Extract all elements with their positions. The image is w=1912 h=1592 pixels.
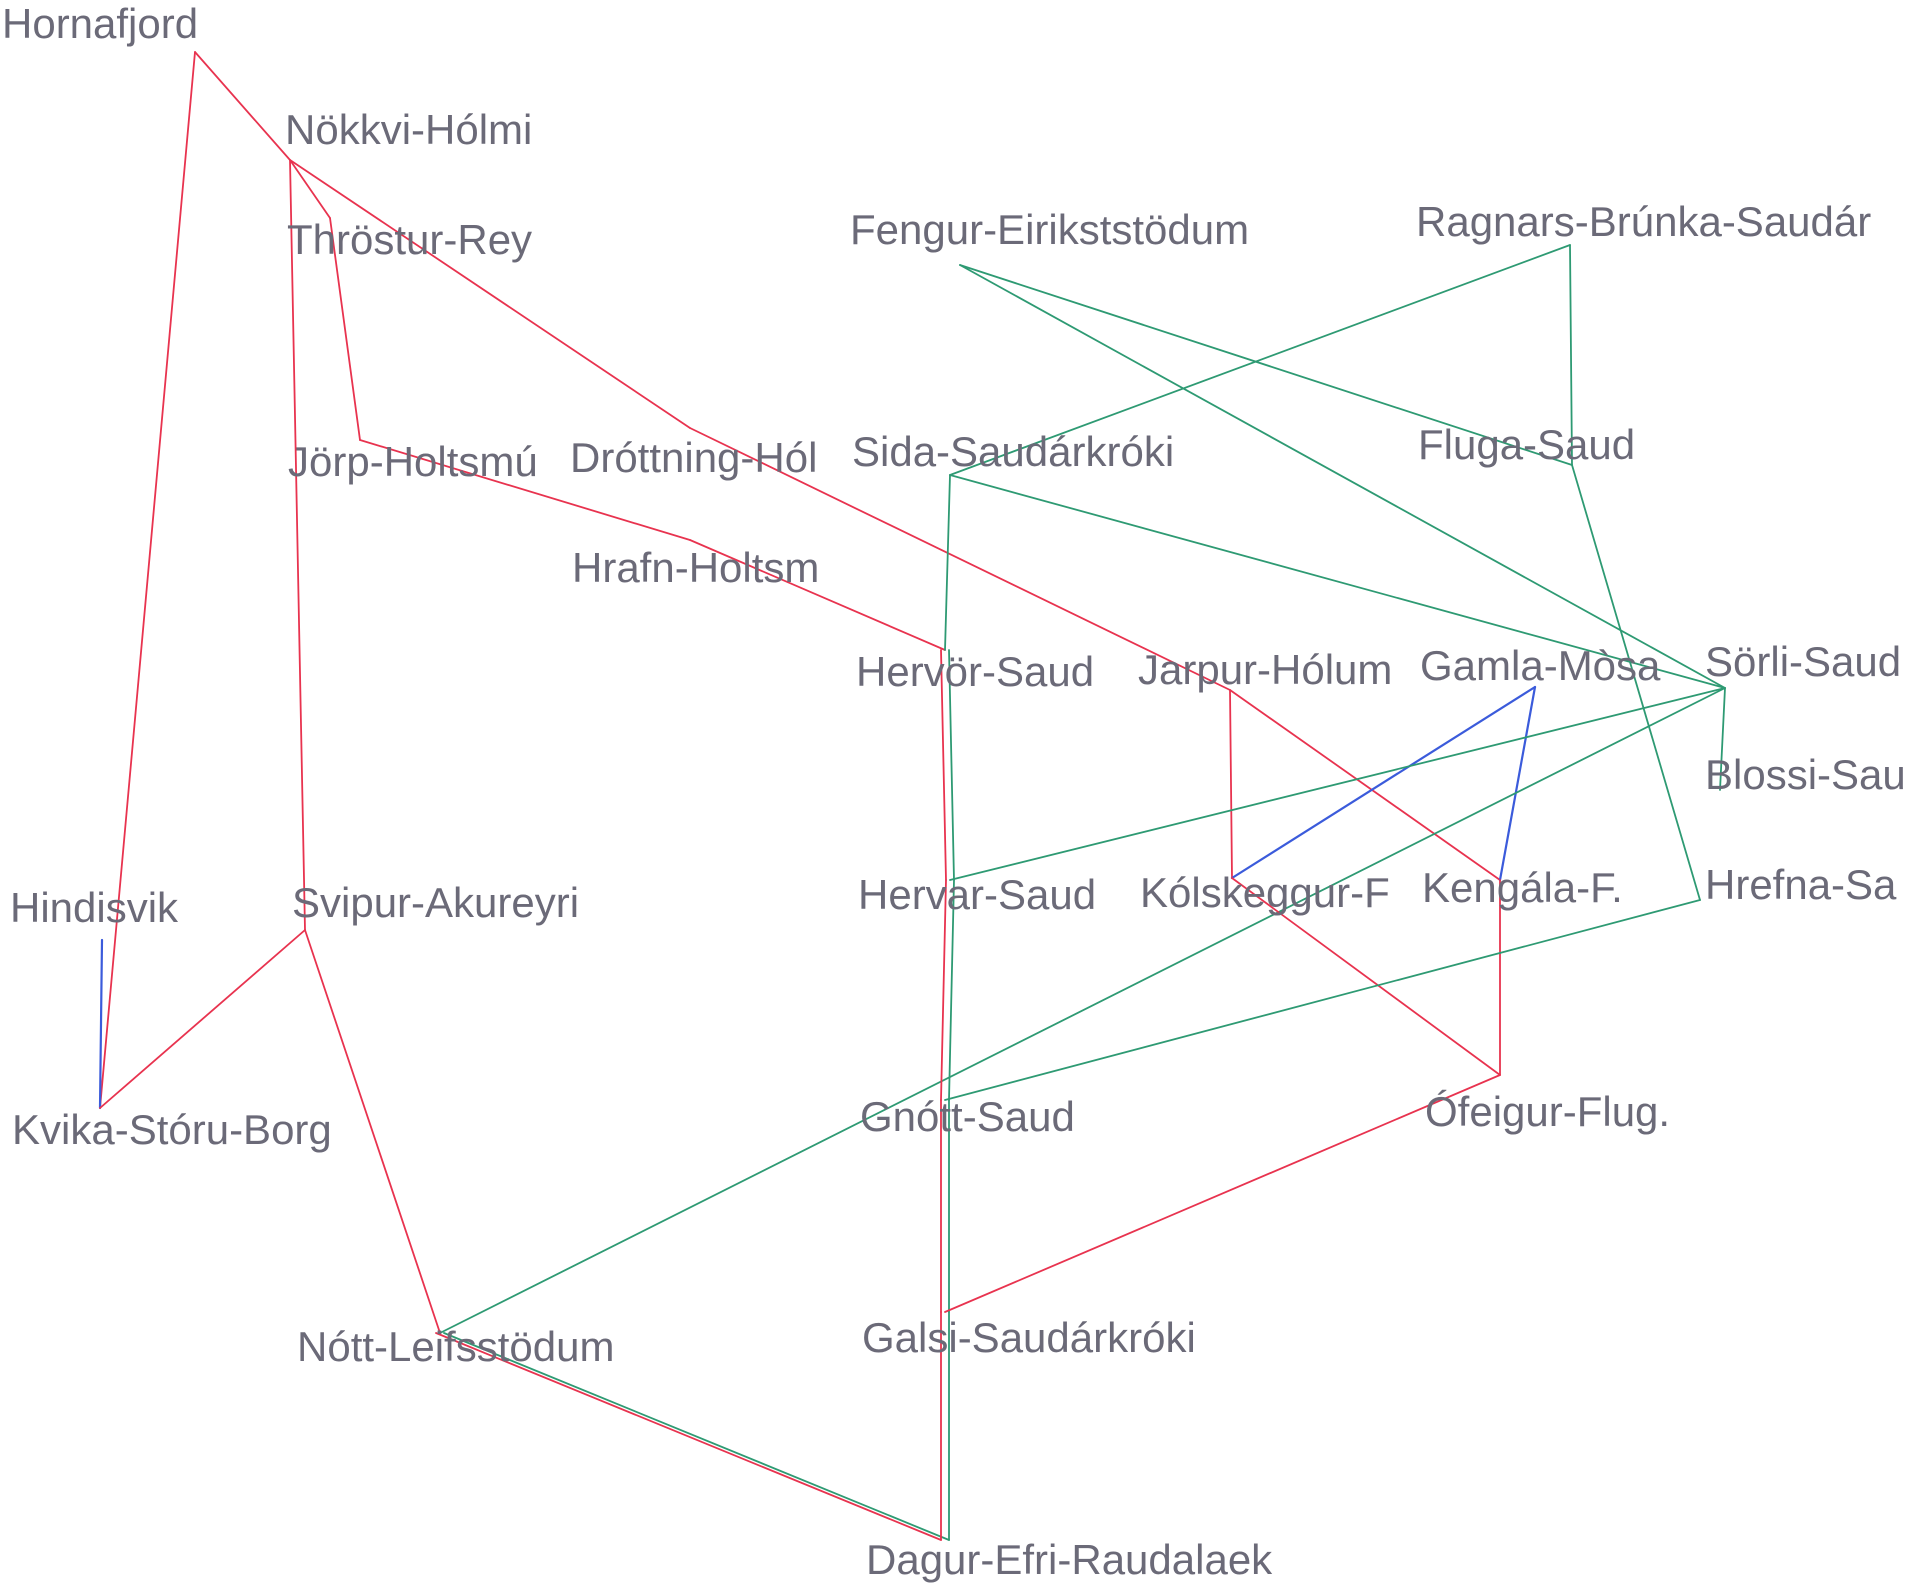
node-throstur: Thröstur-Rey	[287, 216, 533, 263]
node-kolskeggur: Kólskeggur-F	[1140, 869, 1390, 916]
node-hindisvik: Hindisvik	[10, 884, 179, 931]
edge-ofeigur-galsi	[944, 1074, 1501, 1313]
edge-sorli-hervar	[949, 687, 1726, 881]
edge-nott-dagur	[443, 1332, 950, 1541]
edge-svipur-kvika	[99, 929, 306, 1109]
edge-sorli-nott	[439, 687, 1726, 1334]
edge-jorp-hrafn	[359, 439, 691, 541]
node-gnott: Gnótt-Saud	[860, 1093, 1075, 1140]
edge-sorli-blossi	[1719, 687, 1726, 791]
edge-hrefna-gnott	[944, 899, 1701, 1101]
node-ofeigur: Ófeigur-Flug.	[1425, 1088, 1671, 1135]
node-hornafjord: Hornafjord	[2, 0, 199, 47]
edge-sida-hervor	[944, 474, 951, 651]
node-jorp: Jörp-Holtsmú	[288, 438, 538, 485]
node-galsi: Galsi-Saudárkróki	[862, 1314, 1196, 1361]
edge-nokkvi-svipur	[289, 159, 306, 931]
edge-nokkvi-drottning	[289, 159, 691, 429]
node-drottning: Dróttning-Hól	[570, 434, 818, 481]
edge-nott-dagur	[435, 1332, 942, 1541]
edge-hervar-gnott	[948, 879, 955, 1101]
node-jarpur: Jarpur-Hólum	[1138, 646, 1393, 693]
edge-jorp-throstur	[329, 217, 361, 441]
edge-svipur-nott	[304, 929, 441, 1334]
node-hrefna: Hrefna-Sa	[1705, 861, 1897, 908]
node-sorli: Sörli-Saud	[1705, 638, 1902, 685]
edge-jarpur-kolskeggur	[1229, 689, 1233, 879]
edge-hindisvik-kvika	[98, 938, 104, 1110]
edge-kolskeggur-ofeigur	[1231, 877, 1501, 1076]
edge-drottning-jarpur	[689, 427, 1231, 691]
edge-jarpur-kengala	[1229, 689, 1501, 881]
edge-gamla-kengala	[1498, 685, 1537, 882]
node-dagur: Dagur-Efri-Raudalaek	[866, 1536, 1273, 1583]
node-kengala: Kengála-F.	[1422, 864, 1623, 911]
node-sida: Sida-Saudárkróki	[852, 428, 1175, 475]
edge-fengur-sorli	[959, 264, 1726, 689]
edge-hornafjord-kvika	[99, 51, 196, 1109]
node-nott: Nótt-Leifsstödum	[297, 1323, 615, 1370]
node-hervar: Hervar-Saud	[858, 871, 1097, 918]
edge-gamla-kolskeggur	[1230, 685, 1537, 880]
edge-hervor-hervar	[948, 649, 955, 881]
node-kvika: Kvika-Stóru-Borg	[12, 1106, 332, 1153]
node-nokkvi: Nökkvi-Hólmi	[285, 106, 533, 153]
node-hrafn: Hrafn-Holtsm	[572, 544, 820, 591]
edge-hornafjord-nokkvi	[194, 51, 291, 161]
node-gamla: Gamla-Mòsa	[1420, 642, 1661, 689]
edge-ragnars-sida	[949, 244, 1571, 476]
node-blossi: Blossi-Sau	[1705, 751, 1906, 798]
edge-fengur-fluga	[959, 264, 1573, 466]
node-hervor: Hervör-Saud	[856, 648, 1095, 695]
edge-hervor-hervar	[940, 649, 947, 881]
edge-sida-sorli	[949, 474, 1726, 689]
node-svipur: Svipur-Akureyri	[292, 879, 580, 926]
node-fluga: Fluga-Saud	[1418, 421, 1636, 468]
edge-hervar-gnott	[940, 879, 947, 1101]
node-fengur: Fengur-Eirikststödum	[850, 206, 1250, 253]
edge-hrafn-hervor	[689, 539, 946, 651]
edge-ragnars-fluga	[1569, 244, 1573, 466]
edge-fluga-hrefna	[1571, 464, 1701, 901]
node-ragnars: Ragnars-Brúnka-Saudár	[1416, 198, 1872, 245]
edge-nokkvi-throstur	[289, 159, 331, 219]
